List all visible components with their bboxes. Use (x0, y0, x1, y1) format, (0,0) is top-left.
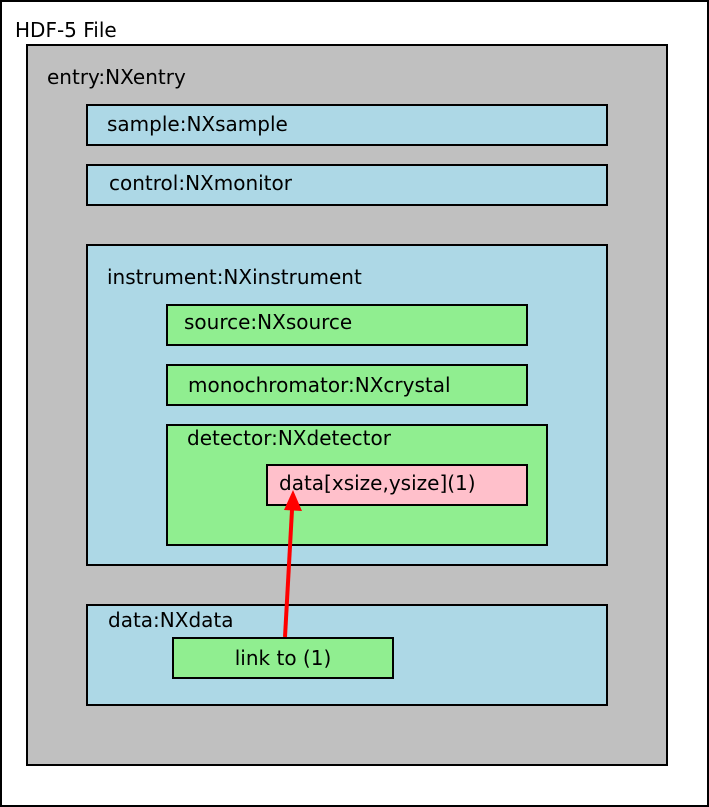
nxsample-label: sample:NXsample (107, 112, 288, 136)
detector-dataset-box (266, 464, 528, 506)
nxcrystal-box (166, 364, 528, 406)
nxentry-label: entry:NXentry (47, 65, 186, 89)
nxmonitor-label: control:NXmonitor (109, 171, 292, 195)
nxsample-box (86, 104, 608, 146)
detector-dataset-label: data[xsize,ysize](1) (279, 471, 476, 495)
link-label: link to (1) (234, 646, 332, 670)
nxcrystal-label: monochromator:NXcrystal (188, 373, 451, 397)
nxdetector-label: detector:NXdetector (187, 426, 391, 450)
nxsource-label: source:NXsource (184, 310, 353, 334)
nxsource-box (166, 304, 528, 346)
link-box (172, 637, 394, 679)
nxmonitor-box (86, 164, 608, 206)
nxdata-label: data:NXdata (108, 608, 234, 632)
nxinstrument-label: instrument:NXinstrument (107, 265, 362, 289)
hdf5-file-label: HDF-5 File (15, 18, 117, 42)
